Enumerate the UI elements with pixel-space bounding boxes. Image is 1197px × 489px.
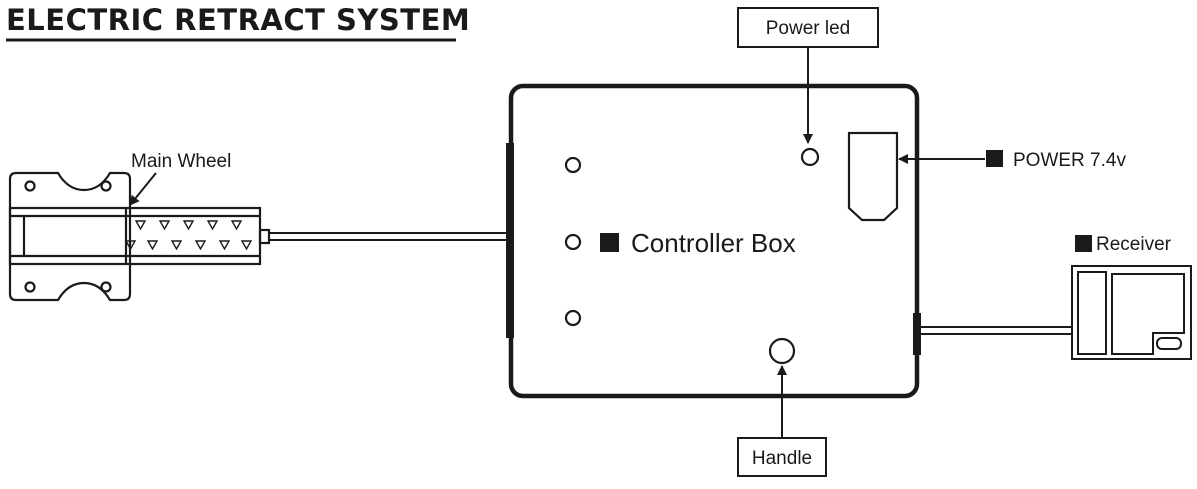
receiver-body bbox=[1071, 265, 1192, 360]
power-bullet bbox=[986, 150, 1003, 167]
bracket-hole bbox=[100, 281, 112, 293]
main-wheel-unit bbox=[8, 171, 271, 302]
controller-box-label: Controller Box bbox=[631, 228, 796, 258]
receiver-label: Receiver bbox=[1096, 234, 1172, 255]
controller-side-strip bbox=[506, 143, 514, 338]
wheel-mount-bracket bbox=[8, 171, 132, 302]
channel-port-top bbox=[564, 156, 582, 174]
wheel-cable bbox=[269, 232, 508, 241]
diagram-title: ELECTRIC RETRACT SYSTEM bbox=[6, 3, 470, 37]
receiver-bullet bbox=[1075, 235, 1092, 252]
handle-label-box bbox=[737, 437, 827, 477]
power-label: POWER 7.4v bbox=[1013, 150, 1126, 171]
bracket-hole bbox=[24, 281, 36, 293]
handle-knob bbox=[768, 337, 796, 365]
power-led bbox=[800, 147, 820, 167]
handle-label: Handle bbox=[752, 448, 812, 469]
controller-box-bullet bbox=[600, 233, 619, 252]
main-wheel-label: Main Wheel bbox=[131, 151, 231, 172]
cable-plug bbox=[258, 228, 271, 245]
receiver-port bbox=[913, 313, 921, 355]
channel-port-bottom bbox=[564, 309, 582, 327]
receiver bbox=[1071, 265, 1192, 360]
power-connector bbox=[847, 131, 899, 222]
rail-teeth bbox=[124, 220, 253, 251]
channel-port-middle bbox=[564, 233, 582, 251]
receiver-cable bbox=[921, 326, 1072, 335]
main-wheel-arrow bbox=[129, 172, 157, 206]
bracket-hole bbox=[100, 180, 112, 192]
power-led-label: Power led bbox=[766, 18, 851, 39]
bracket-hole bbox=[24, 180, 36, 192]
